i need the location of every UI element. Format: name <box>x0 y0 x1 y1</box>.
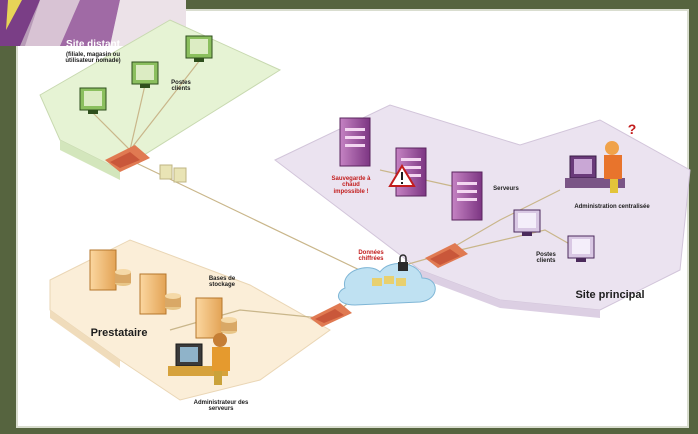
central-admin-label: Administration centralisée <box>574 204 650 210</box>
firewall-provider <box>310 303 352 327</box>
firewall-remote <box>105 145 150 172</box>
encrypted-data-label: Données chiffrées <box>358 250 384 263</box>
storage-unit-2 <box>139 273 181 315</box>
remote-client-2 <box>131 61 159 88</box>
main-server-3 <box>451 171 483 221</box>
main-clients-label: Postes clients <box>536 252 556 265</box>
encrypted-cloud <box>337 263 436 306</box>
central-admin-workstation <box>565 141 625 193</box>
lock-icon <box>398 254 408 271</box>
hot-backup-warning-label: Sauvegarde à chaud impossible ! <box>331 176 371 195</box>
question-mark: ? <box>627 121 637 137</box>
firewall-main <box>425 243 468 268</box>
remote-client-1 <box>79 87 107 114</box>
remote-site-zone <box>39 19 282 180</box>
storage-unit-3 <box>195 297 237 339</box>
servers-label: Serveurs <box>493 186 519 192</box>
remote-site-subtitle: (filiale, magasin ou utilisateur nomade) <box>65 52 121 65</box>
main-server-1 <box>339 117 371 167</box>
remote-clients-label: Postes clients <box>171 80 191 93</box>
main-client-2 <box>567 235 595 262</box>
storage-label: Bases de stockage <box>208 276 236 289</box>
provider-title: Prestataire <box>90 327 148 339</box>
main-site-title: Site principal <box>575 289 645 301</box>
remote-site-title: Site distant <box>66 39 120 50</box>
storage-unit-1 <box>89 249 131 291</box>
gateway-device <box>159 164 187 183</box>
remote-client-3 <box>185 35 213 62</box>
warning-icon <box>388 164 416 187</box>
provider-admin-workstation <box>168 333 230 385</box>
provider-admin-label: Administrateur des serveurs <box>193 400 249 413</box>
main-client-1 <box>513 209 541 236</box>
